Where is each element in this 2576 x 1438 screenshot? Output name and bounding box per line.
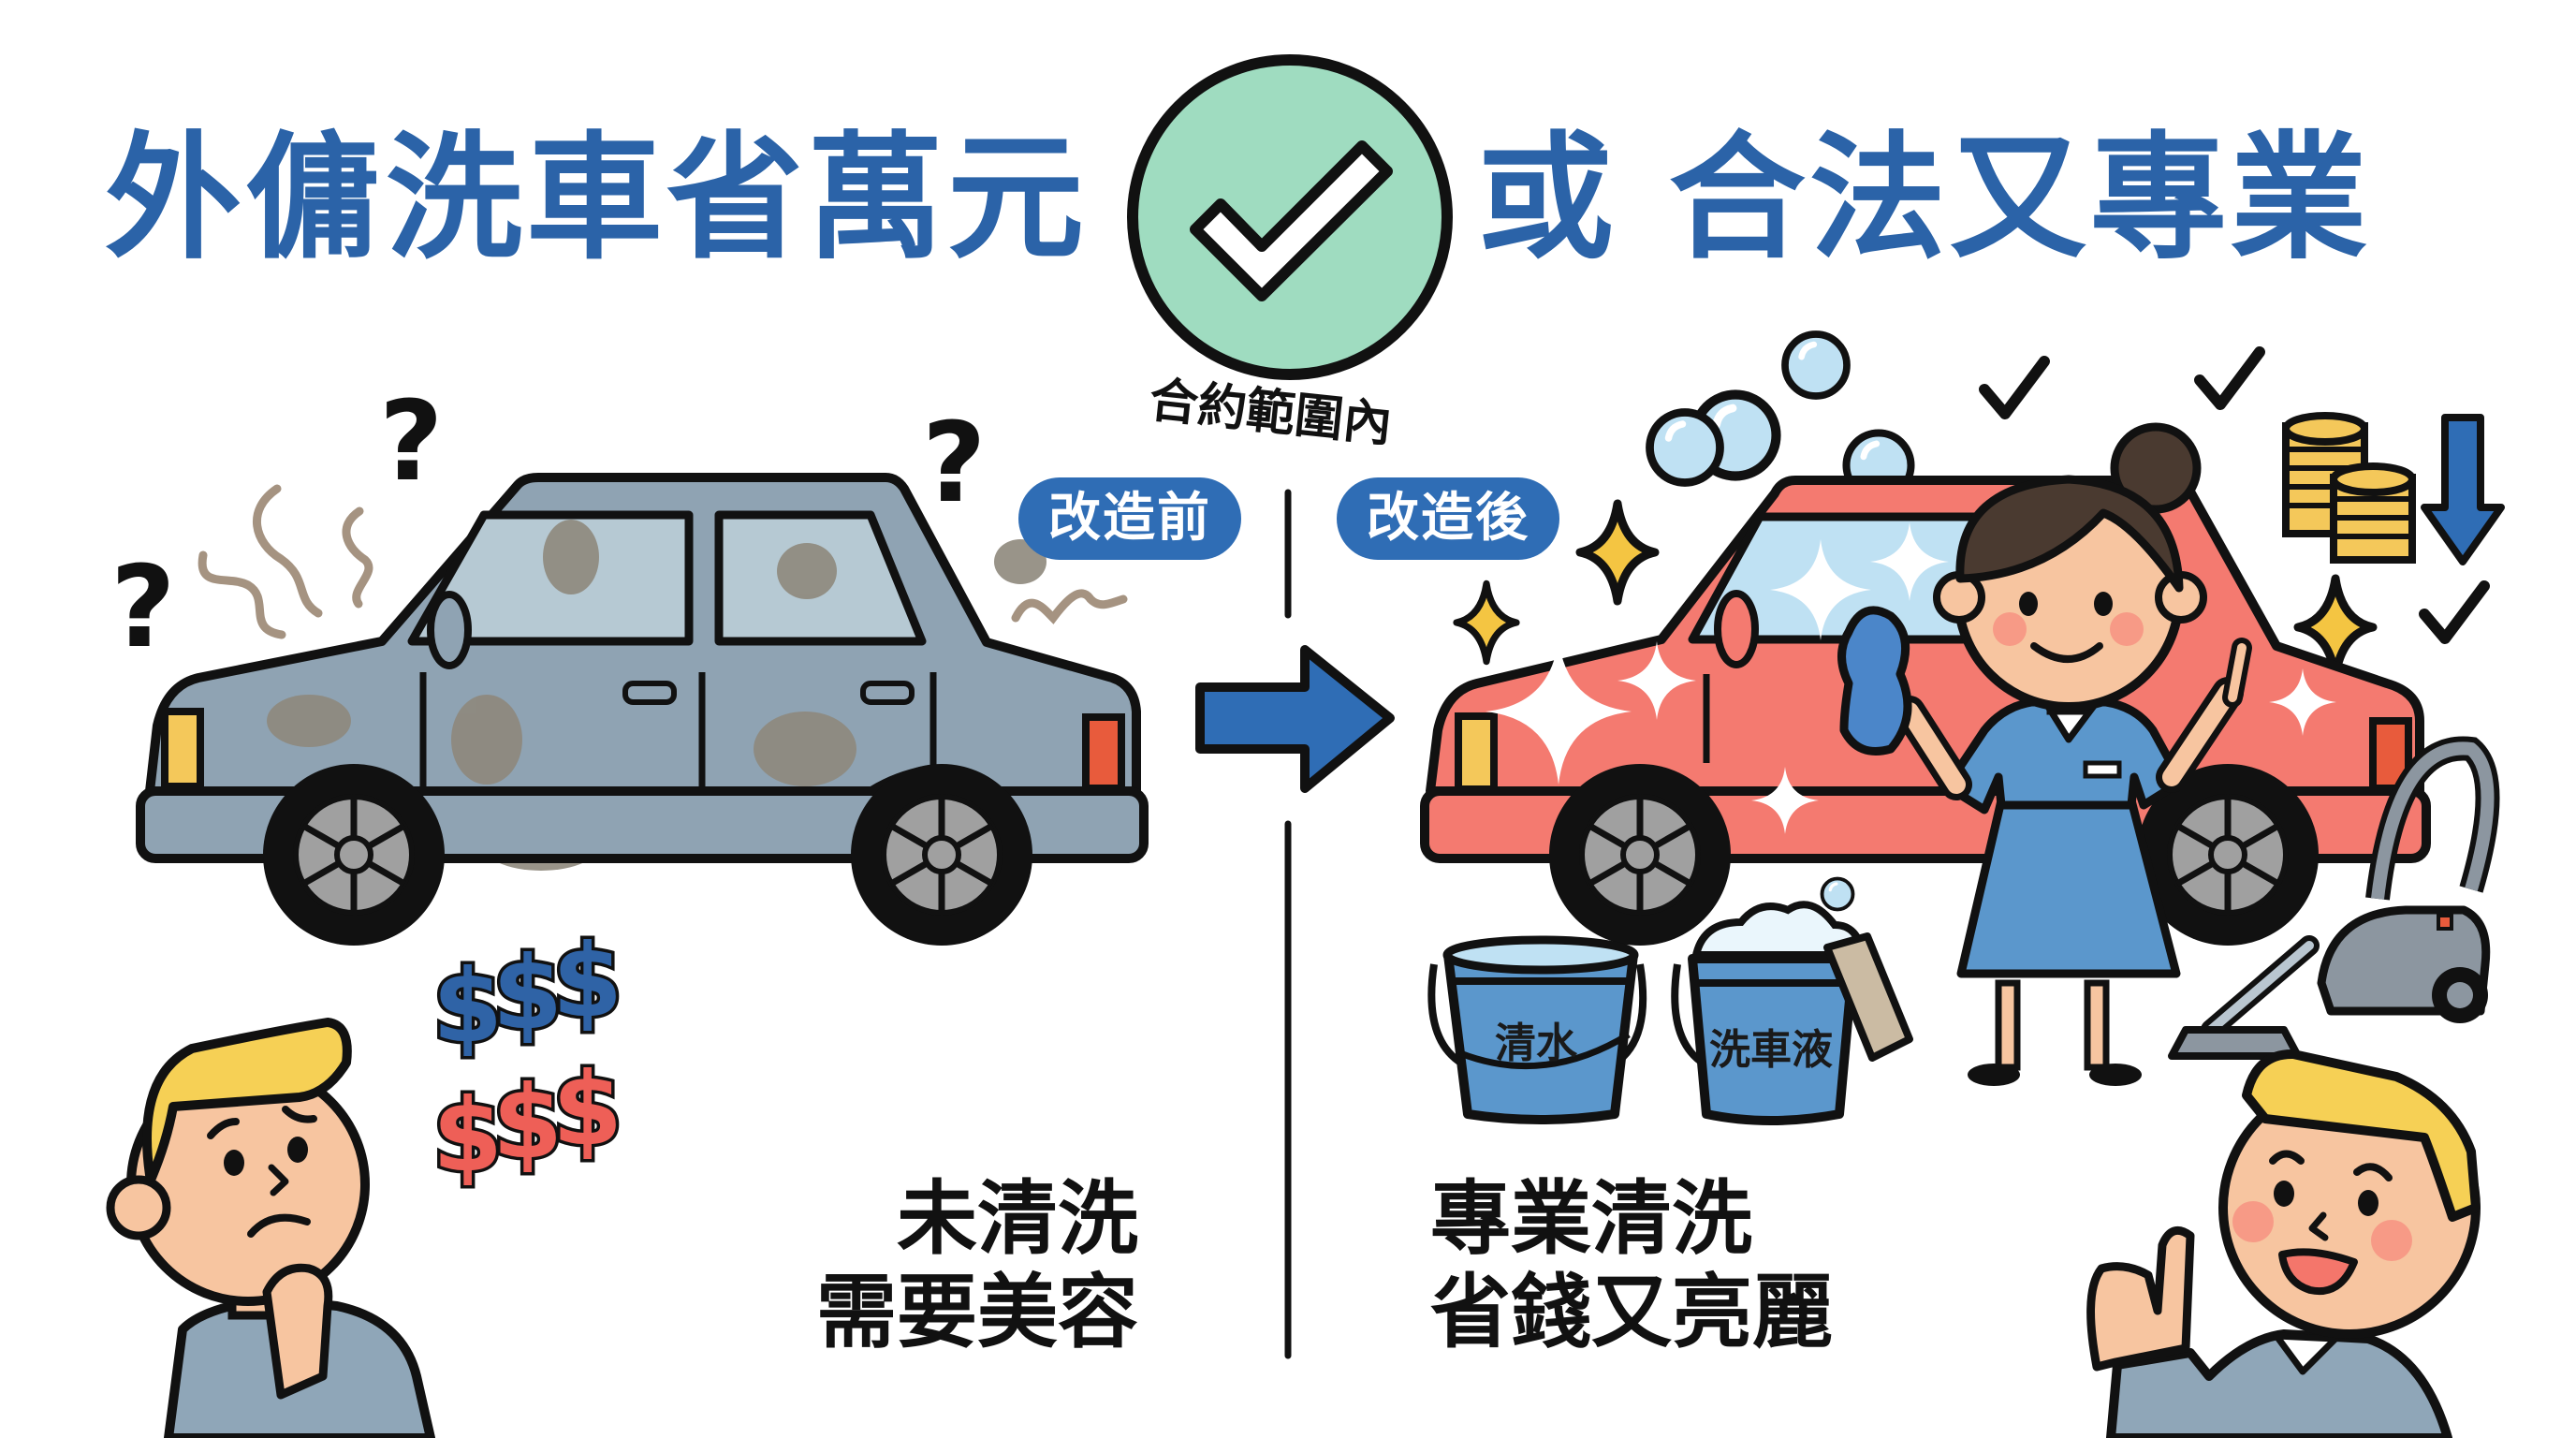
odor-wave-icon — [198, 484, 1128, 639]
after-caption: 專業清洗 省錢又亮麗 — [1430, 1172, 1833, 1359]
cleaner-woman — [1837, 422, 2252, 1086]
bucket-water-label: 清水 — [1495, 1020, 1577, 1067]
dirty-car — [136, 473, 1149, 946]
title-left: 外傭洗車省萬元 — [105, 119, 1088, 278]
bucket-water — [1427, 935, 1647, 1124]
before-caption-line1: 未清洗 — [897, 1172, 1138, 1266]
before-pill: 改造前 — [1018, 477, 1241, 560]
svg-text:?: ? — [379, 376, 443, 506]
before-caption: 未清洗 需要美容 — [816, 1172, 1138, 1359]
right-arrow-icon — [1195, 645, 1395, 793]
question-mark-icon: ? ? ? — [110, 376, 986, 673]
down-arrow-icon — [2421, 414, 2505, 565]
worried-man — [106, 1018, 435, 1438]
svg-text:?: ? — [922, 398, 986, 527]
svg-text:$: $ — [432, 948, 503, 1065]
svg-text:$: $ — [552, 923, 622, 1040]
svg-text:$: $ — [492, 1064, 563, 1181]
svg-text:?: ? — [110, 543, 176, 673]
svg-text:$: $ — [492, 935, 563, 1052]
bucket-soap — [1671, 901, 1913, 1125]
title-right: 或 合法又專業 — [1477, 119, 2371, 278]
bucket-soap-label: 洗車液 — [1709, 1026, 1833, 1074]
after-caption-line1: 專業清洗 — [1430, 1172, 1752, 1266]
happy-man — [2086, 1049, 2481, 1438]
dollar-sign-icon: $ $ $ $ $ $ — [430, 920, 626, 1198]
after-pill: 改造後 — [1337, 477, 1559, 560]
svg-text:$: $ — [552, 1051, 622, 1168]
svg-text:$: $ — [432, 1078, 503, 1195]
approved-badge — [1127, 54, 1453, 380]
before-caption-line2: 需要美容 — [816, 1266, 1138, 1359]
after-caption-line2: 省錢又亮麗 — [1430, 1266, 1833, 1359]
coin-stack-icon — [2282, 412, 2416, 564]
vacuum-cleaner-icon — [2168, 736, 2500, 1060]
